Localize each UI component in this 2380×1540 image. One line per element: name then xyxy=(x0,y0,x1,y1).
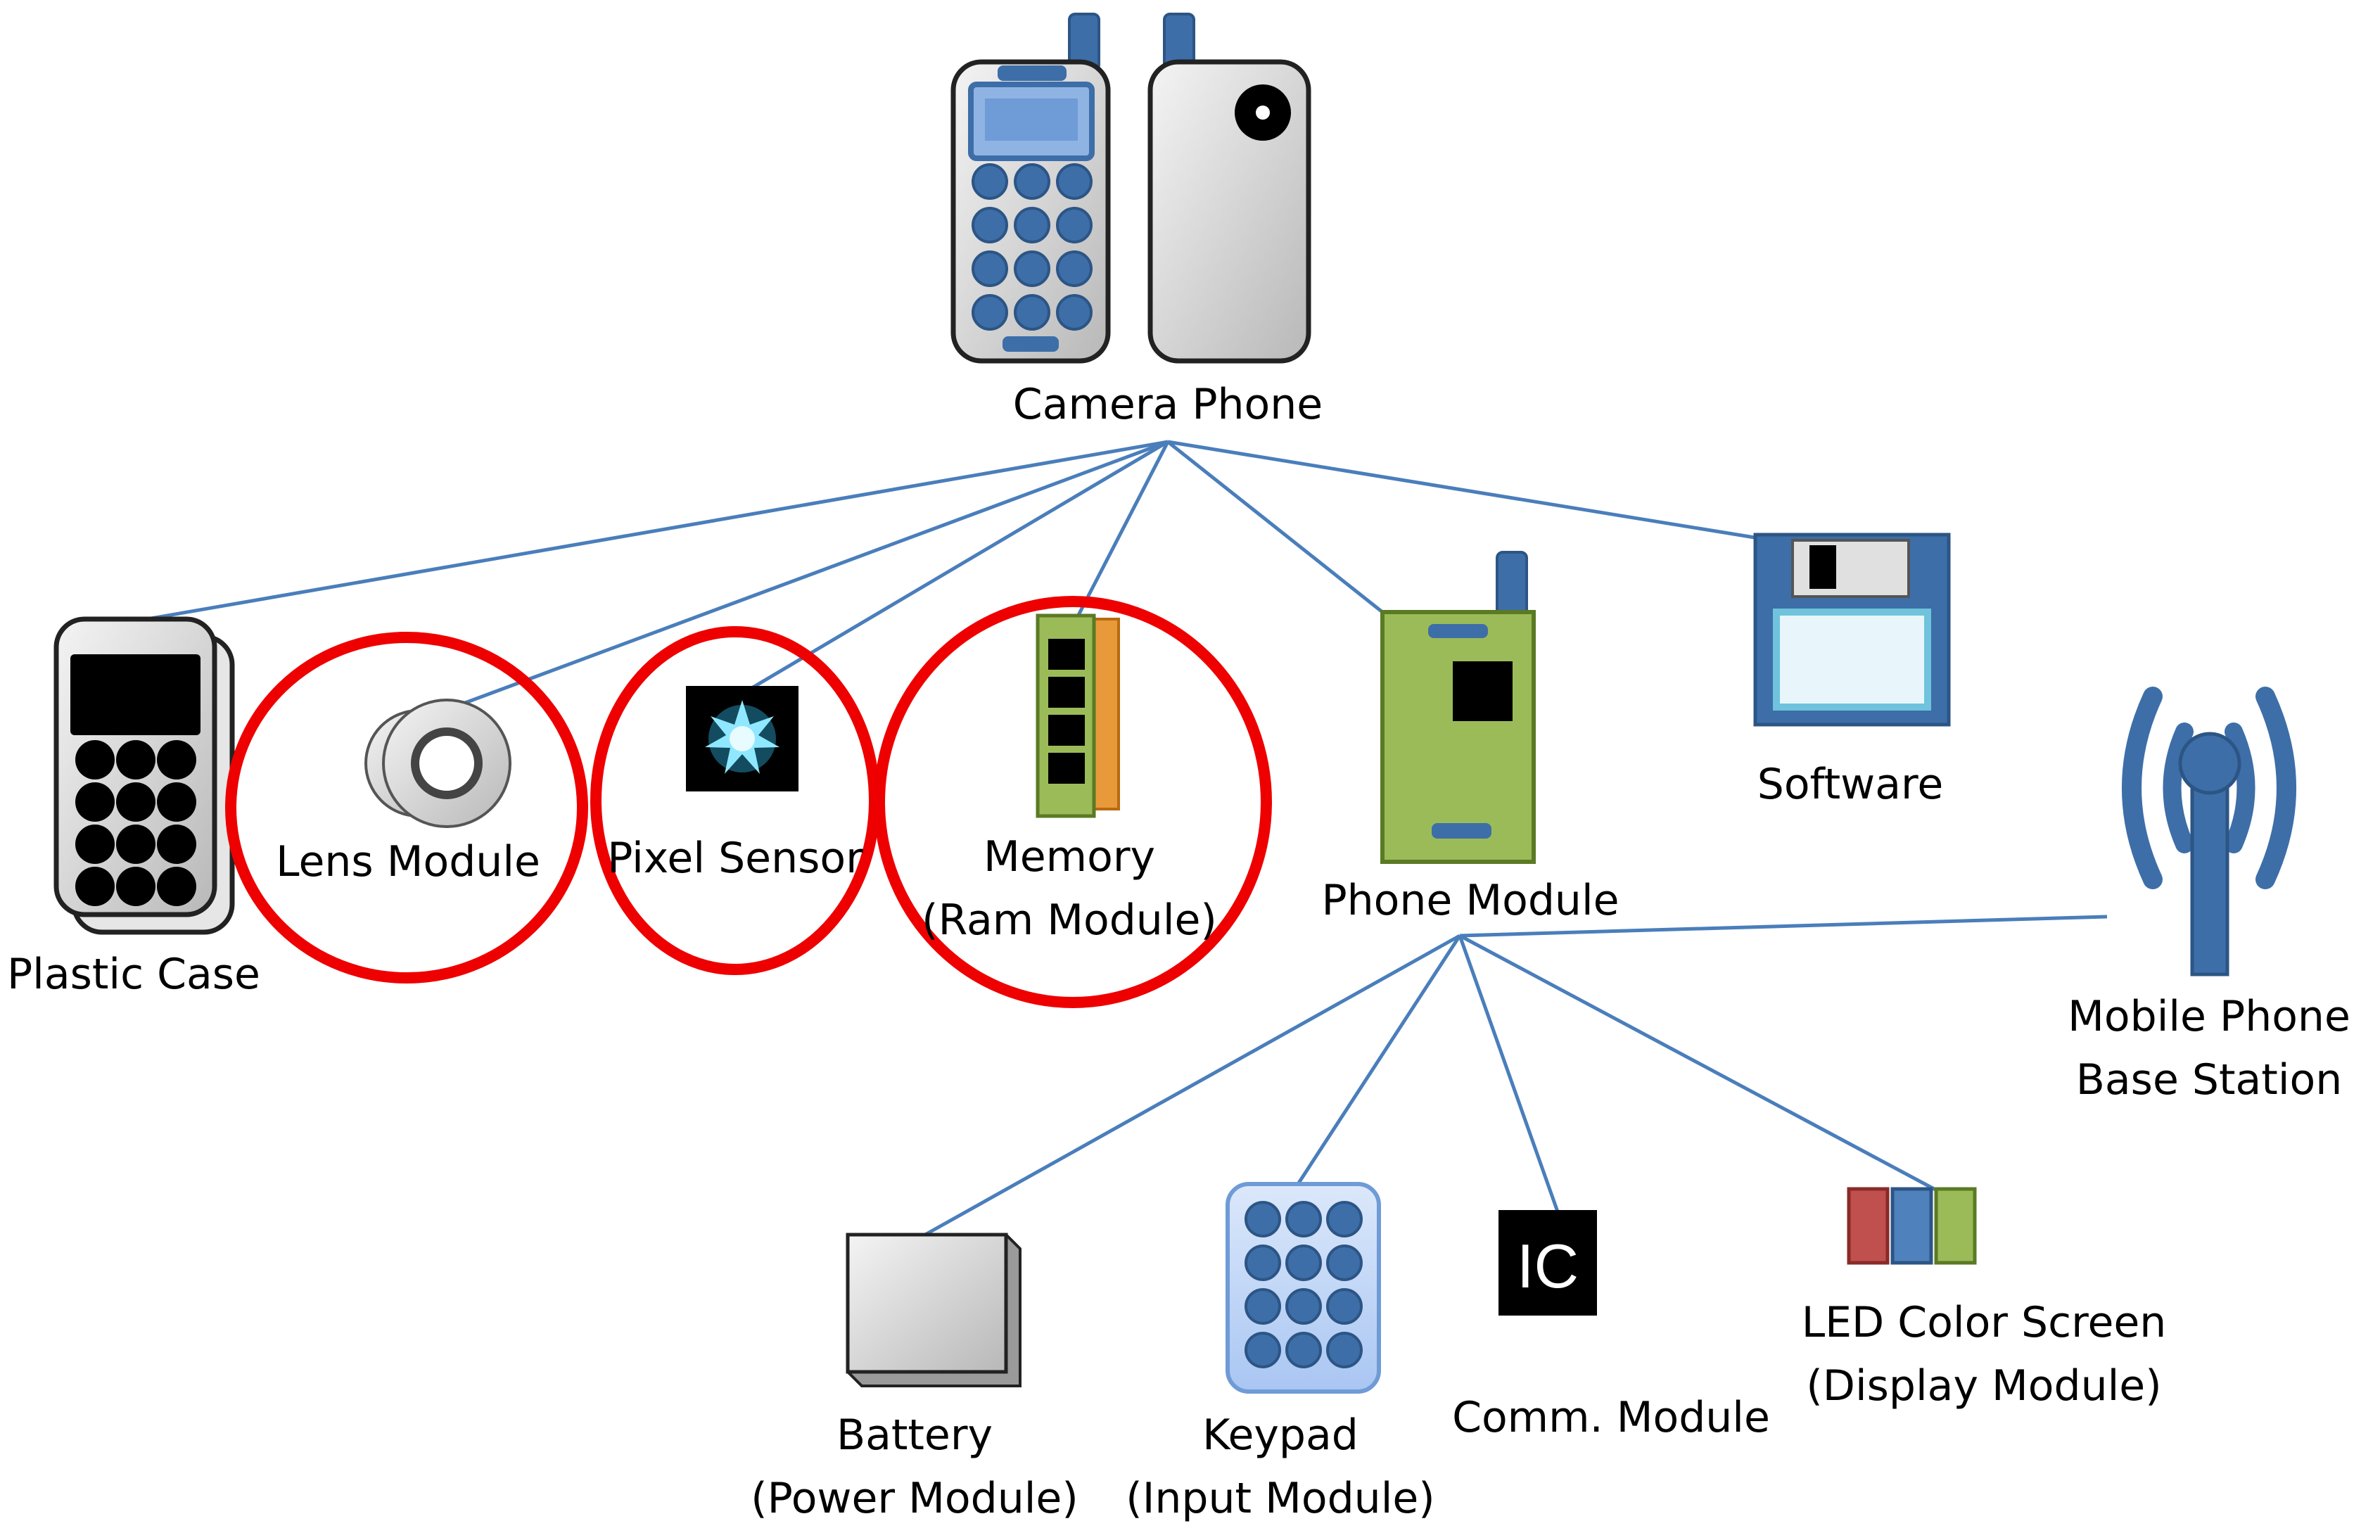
edge-camera-to-software xyxy=(1167,440,1759,540)
edge-phone-to-battery xyxy=(924,934,1461,1237)
edge-camera-to-memory xyxy=(1074,440,1170,621)
keypad-label-line1: Keypad xyxy=(1202,1411,1358,1460)
base-station-icon xyxy=(2122,687,2296,976)
plastic-case-label: Plastic Case xyxy=(7,950,260,999)
plastic-case-icon xyxy=(53,616,235,935)
software-label: Software xyxy=(1757,760,1944,809)
led-screen-label-line1: LED Color Screen xyxy=(1801,1298,2167,1347)
led-screen-label-line2: (Display Module) xyxy=(1806,1361,2162,1411)
base-station-label-line1: Mobile Phone xyxy=(2068,992,2350,1041)
keypad-label-line2: (Input Module) xyxy=(1126,1474,1435,1523)
highlight-circles xyxy=(225,596,1272,1008)
camera-phone-icon xyxy=(950,13,1311,364)
connector-lines xyxy=(126,440,2108,1237)
battery-label-line1: Battery xyxy=(836,1411,993,1460)
edge-camera-to-sensor xyxy=(744,440,1169,694)
edge-camera-to-case xyxy=(126,440,1169,625)
memory-ram-icon xyxy=(1036,613,1120,818)
memory-label-line2: (Ram Module) xyxy=(922,896,1217,945)
lens-module-icon xyxy=(364,699,511,828)
chip-ic-text: IC xyxy=(1517,1231,1579,1301)
lens-module-label: Lens Module xyxy=(276,837,540,886)
pixel-sensor-label: Pixel Sensor xyxy=(607,834,863,883)
memory-label-line1: Memory xyxy=(983,832,1155,882)
sensor-highlight-circle xyxy=(590,626,880,975)
led-screen-icon xyxy=(1847,1187,1977,1265)
battery-label-line2: (Power Module) xyxy=(751,1474,1078,1523)
base-station-label-line2: Base Station xyxy=(2075,1055,2343,1105)
keypad-icon xyxy=(1226,1182,1381,1394)
software-floppy-icon xyxy=(1753,533,1951,727)
edge-phone-to-led xyxy=(1458,934,1949,1198)
camera-phone-label: Camera Phone xyxy=(1012,380,1323,429)
comm-module-label: Comm. Module xyxy=(1452,1393,1770,1442)
phone-module-icon xyxy=(1380,551,1536,864)
edge-phone-to-basestation xyxy=(1459,915,2108,938)
edge-phone-to-comm xyxy=(1458,935,1560,1214)
phone-module-label: Phone Module xyxy=(1321,876,1619,925)
lens-highlight-circle xyxy=(225,632,588,984)
edge-phone-to-keypad xyxy=(1296,934,1462,1185)
comm-module-chip-icon: IC xyxy=(1498,1210,1597,1316)
pixel-sensor-icon xyxy=(686,686,798,791)
edge-camera-to-phone-module xyxy=(1166,440,1384,613)
battery-icon xyxy=(846,1233,1022,1387)
edge-camera-to-lens xyxy=(428,440,1169,718)
memory-highlight-circle xyxy=(874,596,1272,1008)
